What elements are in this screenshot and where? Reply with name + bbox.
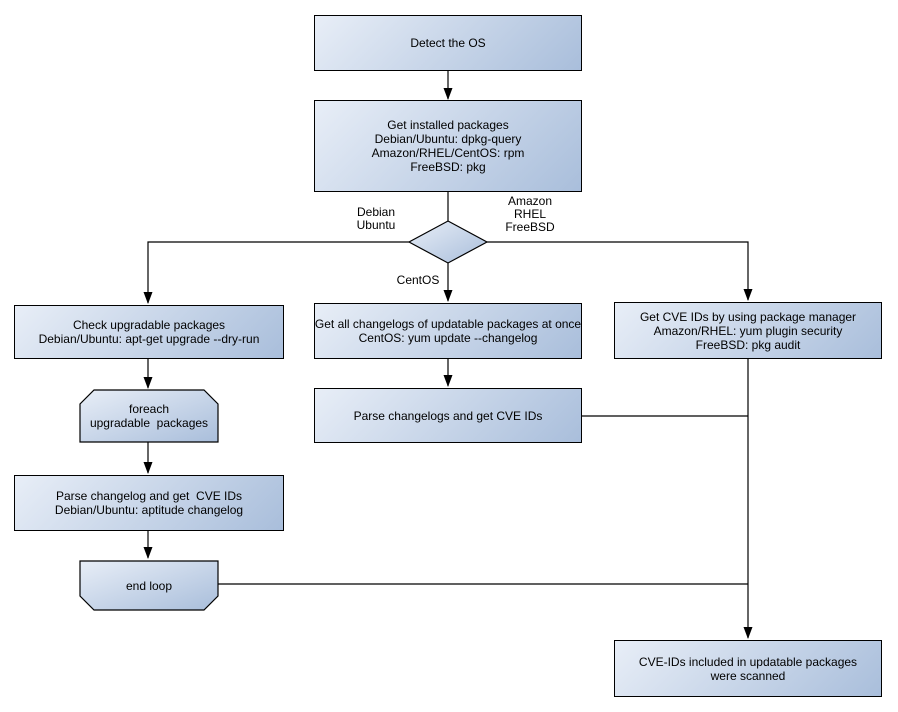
node-get-all-changelogs: Get all changelogs of updatable packages… <box>314 303 582 359</box>
foreach-loop-shape <box>79 389 219 443</box>
edge-decision-to-check-upgradable <box>143 241 409 304</box>
edge-decision-to-get-cve-ids <box>487 241 753 301</box>
os-decision-diamond <box>407 220 489 264</box>
node-parse-changelogs: Parse changelogs and get CVE IDs <box>314 388 582 443</box>
branch-label-centos: CentOS <box>396 273 440 287</box>
node-get-installed-packages: Get installed packages Debian/Ubuntu: dp… <box>314 100 582 192</box>
end-loop-shape <box>79 560 219 611</box>
branch-label-debian-ubuntu: Debian Ubuntu <box>356 205 396 232</box>
node-get-cve-ids-pkg-manager: Get CVE IDs by using package manager Ama… <box>614 302 882 359</box>
node-parse-changelog: Parse changelog and get CVE IDs Debian/U… <box>14 475 284 531</box>
foreach-loop-label: foreach upgradable packages <box>89 402 209 430</box>
branch-label-amazon-rhel-freebsd: Amazon RHEL FreeBSD <box>505 194 555 234</box>
node-check-upgradable-packages: Check upgradable packages Debian/Ubuntu:… <box>14 305 284 359</box>
end-loop-label: end loop <box>125 578 173 593</box>
node-detect-os: Detect the OS <box>314 15 582 71</box>
node-scan-result: CVE-IDs included in updatable packages w… <box>614 640 882 697</box>
